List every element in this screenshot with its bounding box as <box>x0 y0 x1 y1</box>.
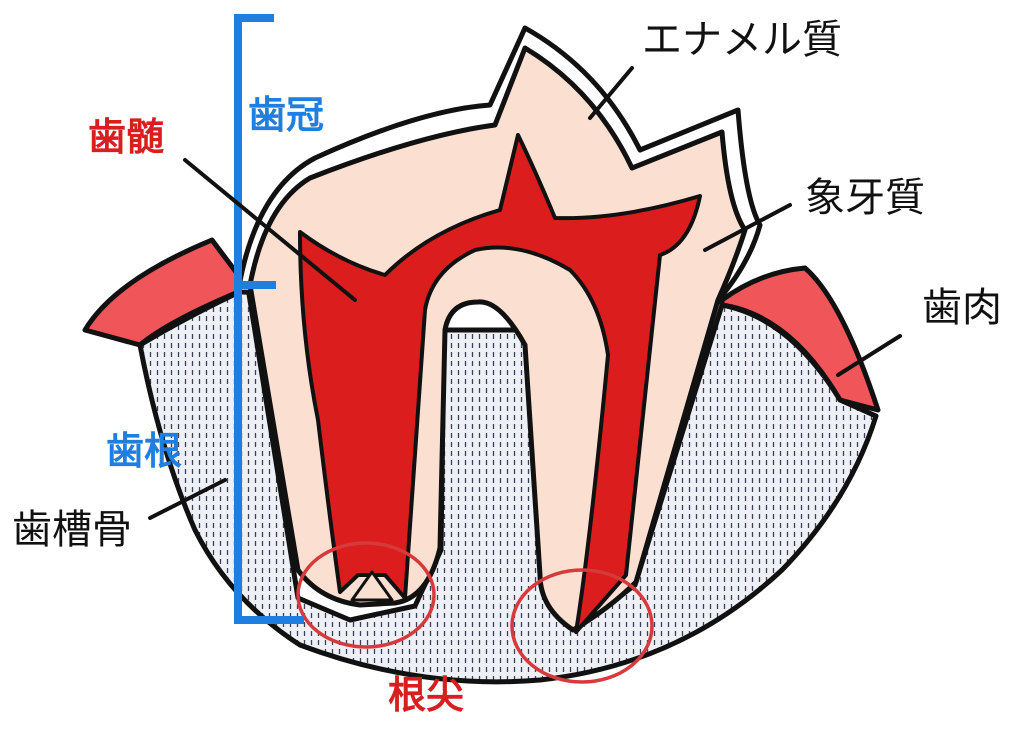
alveolar-bone-label: 歯槽骨 <box>12 507 132 553</box>
dentin-label: 象牙質 <box>805 175 925 221</box>
crown-root-bracket <box>234 14 304 624</box>
apex-circle-right <box>510 568 654 684</box>
pulp-label: 歯髄 <box>88 115 165 159</box>
dentin-leader <box>703 203 792 252</box>
gum-label: 歯肉 <box>922 285 1002 331</box>
apex-label: 根尖 <box>388 673 465 717</box>
enamel-label: エナメル質 <box>642 17 842 63</box>
alveolar-bone-leader <box>148 478 227 520</box>
crown-label: 歯冠 <box>248 93 325 137</box>
pulp-leader <box>183 158 357 302</box>
enamel-leader <box>588 66 634 120</box>
left-apex-dentin <box>350 570 394 602</box>
root-label: 歯根 <box>106 429 183 473</box>
pulp-chamber <box>298 133 702 634</box>
apex-circle-left <box>296 541 436 649</box>
gum-leader <box>836 334 902 377</box>
